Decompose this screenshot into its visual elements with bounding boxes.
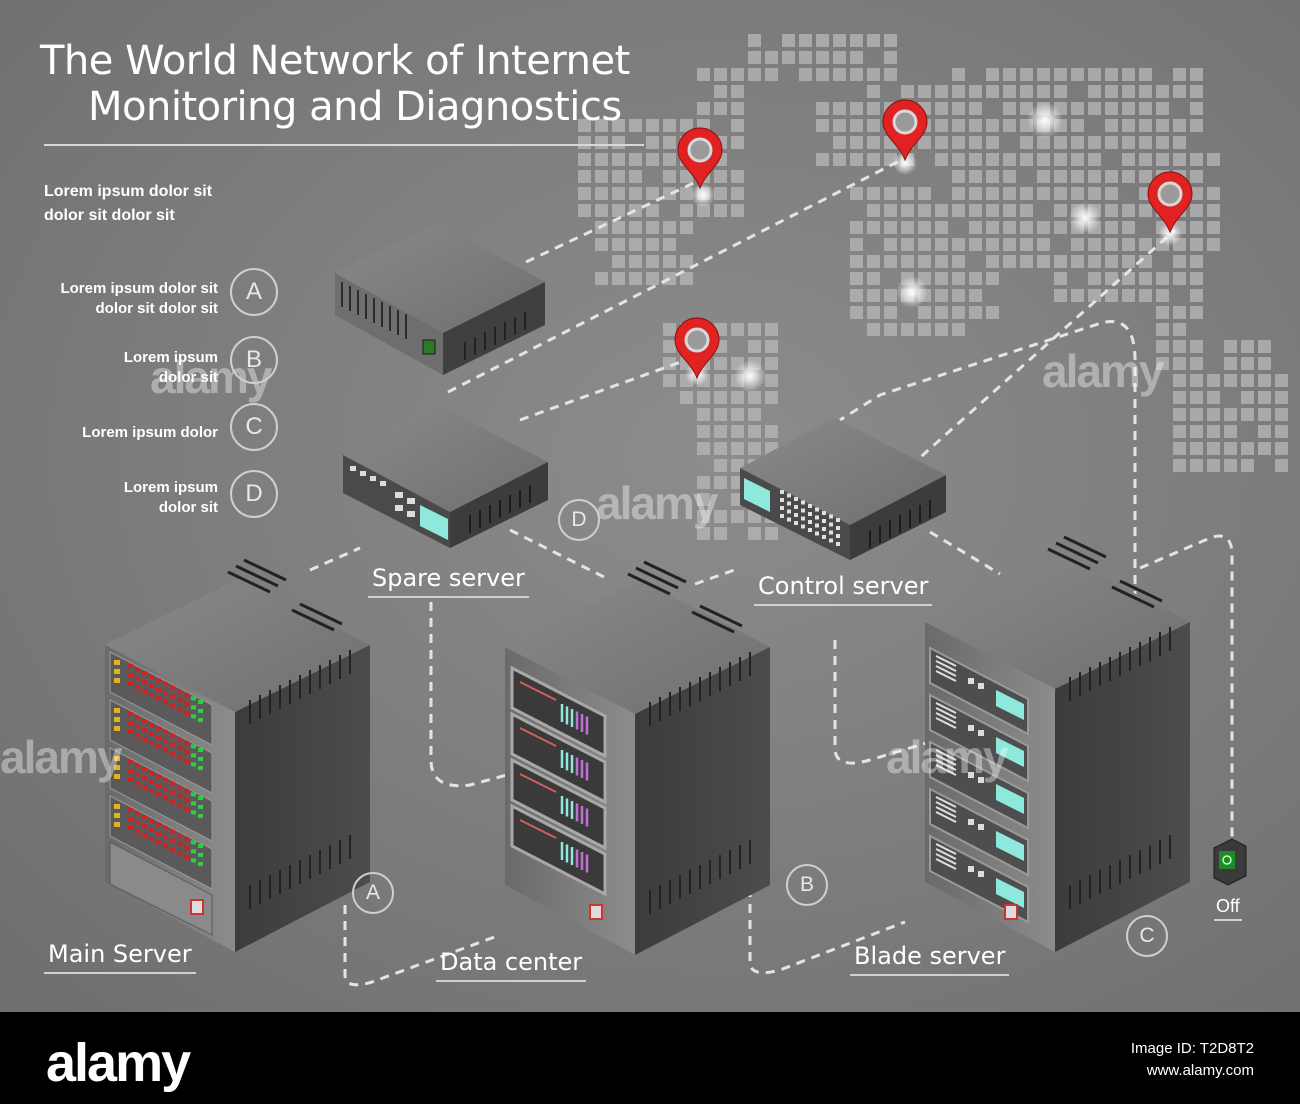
network-illustration	[105, 34, 1288, 987]
control-server-icon	[740, 418, 946, 560]
intro-text: Lorem ipsum dolor sit dolor sit dolor si…	[44, 180, 212, 228]
intro-line-2: dolor sit dolor sit	[44, 207, 175, 224]
blade-unit	[929, 740, 1029, 830]
main-server-label: Main Server	[44, 940, 196, 974]
control-server-label: Control server	[754, 572, 933, 606]
diagram-badge-a: A	[352, 872, 394, 914]
legend-text-b: Lorem ipsum dolor sit	[123, 349, 218, 386]
image-id: Image ID: T2D8T2	[1130, 1040, 1254, 1057]
diagram-badge-c: C	[1126, 915, 1168, 957]
title-divider	[44, 144, 644, 146]
legend-badge-b: B	[230, 336, 278, 384]
data-center-label: Data center	[436, 948, 587, 982]
infographic-canvas: alamy alamy alamy alamy alamy The World …	[0, 0, 1300, 1012]
stock-footer-bar: alamy Image ID: T2D8T2 www.alamy.com	[0, 1012, 1300, 1104]
blade-unit	[929, 693, 1029, 783]
world-map	[578, 34, 1288, 540]
blade-unit	[929, 787, 1029, 877]
rack-unit	[109, 795, 213, 890]
location-pin-icon	[1147, 171, 1193, 234]
title-line-2: Monitoring and Diagnostics	[88, 84, 622, 130]
location-pin-icon	[674, 317, 720, 380]
footer-info: Image ID: T2D8T2 www.alamy.com	[1131, 1038, 1254, 1082]
watermark: alamy	[886, 731, 1008, 783]
router-top-icon	[335, 222, 545, 375]
rack-unit	[109, 651, 213, 746]
city-glows	[685, 102, 1182, 392]
legend-text-c: Lorem ipsum dolor	[82, 424, 218, 441]
location-pins	[674, 99, 1193, 380]
legend-badge-d: D	[230, 470, 278, 518]
rack-unit	[510, 803, 607, 897]
rack-unit	[510, 711, 607, 805]
rack-unit	[109, 747, 213, 842]
legend-badge-c: C	[230, 403, 278, 451]
blade-server-tower-icon	[925, 535, 1190, 952]
location-pin-icon	[882, 99, 928, 162]
blade-server-label: Blade server	[850, 942, 1010, 976]
alamy-logo: alamy	[46, 1033, 191, 1093]
spare-server-label: Spare server	[368, 564, 529, 598]
legend-badge-a: A	[230, 268, 278, 316]
rack-unit	[109, 699, 213, 794]
rack-unit	[510, 757, 607, 851]
page-title: The World Network of Internet Monitoring…	[40, 38, 630, 130]
power-switch-icon	[1213, 838, 1247, 886]
off-label: Off	[1214, 896, 1242, 921]
diagram-badge-d: D	[558, 499, 600, 541]
watermark: alamy	[0, 731, 122, 783]
diagram-badge-b: B	[786, 864, 828, 906]
location-pin-icon	[677, 127, 723, 190]
watermark: alamy	[596, 477, 718, 529]
blade-unit	[929, 834, 1029, 924]
intro-line-1: Lorem ipsum dolor sit	[44, 183, 213, 200]
spare-server-icon	[343, 405, 548, 548]
legend-text-a: Lorem ipsum dolor sit dolor sit dolor si…	[60, 280, 218, 317]
watermark: alamy	[1042, 345, 1164, 397]
title-line-1: The World Network of Internet	[40, 38, 630, 84]
main-server-tower-icon	[105, 558, 370, 952]
data-center-tower-icon	[505, 560, 770, 955]
site-url: www.alamy.com	[1146, 1062, 1254, 1079]
blade-unit	[929, 646, 1029, 736]
legend-text-d: Lorem ipsum dolor sit	[123, 479, 218, 516]
rack-unit	[510, 665, 607, 759]
